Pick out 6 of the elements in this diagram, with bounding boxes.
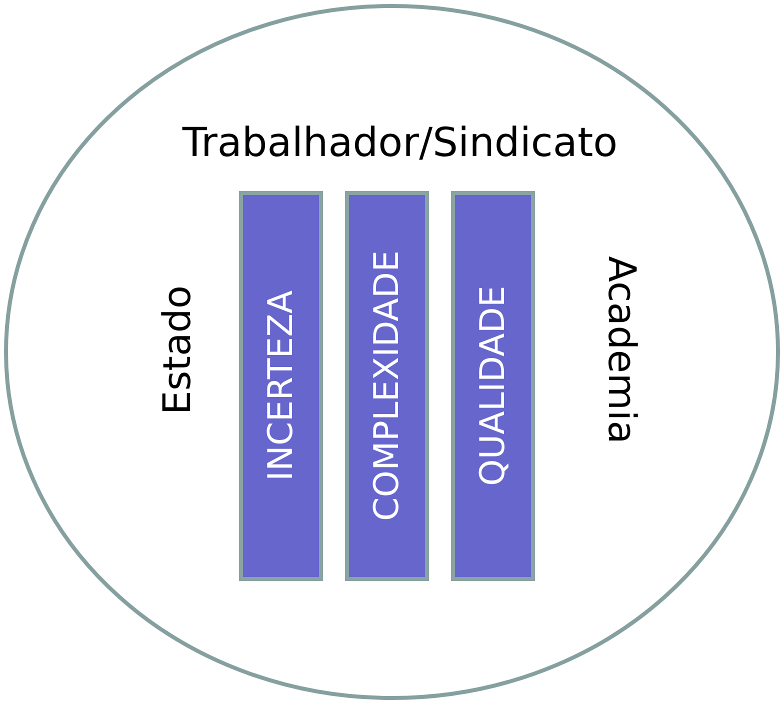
vertical-bar: COMPLEXIDADE <box>345 191 429 581</box>
vertical-bar: INCERTEZA <box>239 191 323 581</box>
side-label: Academia <box>600 256 644 444</box>
vertical-bar: QUALIDADE <box>451 191 535 581</box>
group-heading: Trabalhador/Sindicato <box>182 120 618 166</box>
side-label: Estado <box>155 285 199 415</box>
